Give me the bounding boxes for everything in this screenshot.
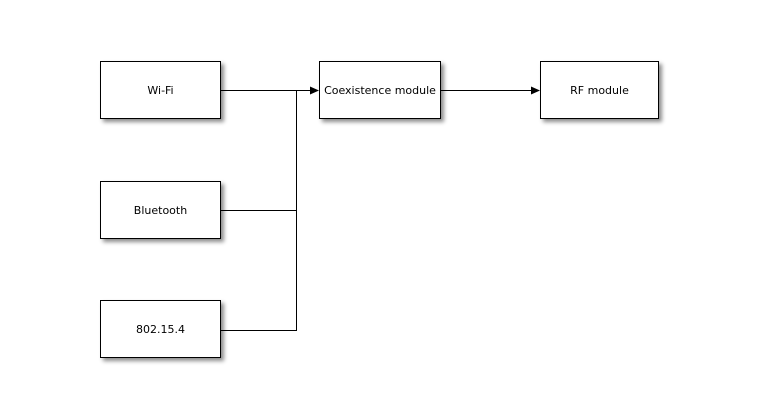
node-bluetooth-label: Bluetooth <box>133 203 188 217</box>
node-wifi: Wi-Fi <box>100 61 221 119</box>
node-coexistence-module-label: Coexistence module <box>324 83 436 97</box>
node-coexistence-module: Coexistence module <box>319 61 441 119</box>
node-wifi-label: Wi-Fi <box>147 83 174 97</box>
node-802-15-4: 802.15.4 <box>100 300 221 358</box>
edge-wifi-to-coexistence-arrowhead-icon <box>310 86 319 95</box>
node-rf-module: RF module <box>540 61 659 119</box>
edge-coexistence-to-rf-arrowhead-icon <box>531 86 540 95</box>
node-bluetooth: Bluetooth <box>100 181 221 239</box>
node-802-15-4-label: 802.15.4 <box>136 322 185 336</box>
node-rf-module-label: RF module <box>570 83 629 97</box>
